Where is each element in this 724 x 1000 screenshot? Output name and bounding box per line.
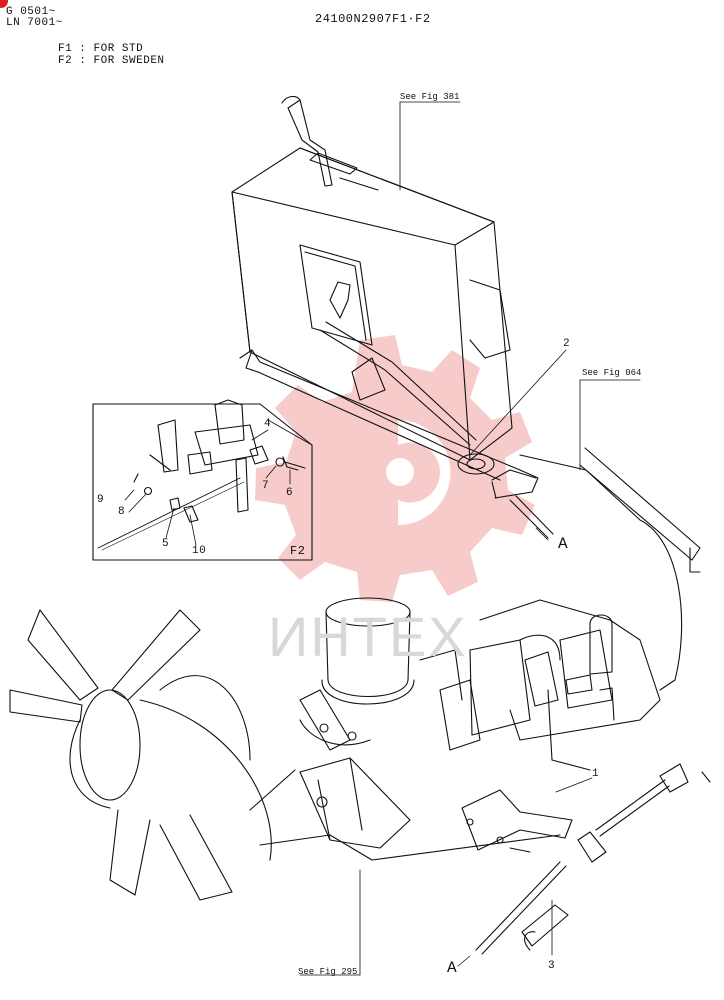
callout-4: 4 <box>264 418 272 430</box>
callout-6: 6 <box>286 487 294 499</box>
callout-10: 10 <box>192 545 207 557</box>
callout-9: 9 <box>97 494 105 506</box>
reference-fig064: See Fig 064 <box>582 368 642 378</box>
reference-fig381: See Fig 381 <box>400 92 460 102</box>
mounting-bracket <box>249 757 561 861</box>
callout-1: 1 <box>592 768 600 780</box>
leader-lines <box>124 101 641 976</box>
serial-range-1: G 0501~ <box>6 6 56 18</box>
reference-fig295: See Fig 295 <box>298 967 358 977</box>
f2-inset <box>92 399 313 561</box>
callout-8: 8 <box>118 506 126 518</box>
radiator-housing <box>231 95 539 499</box>
engine-block <box>419 447 701 771</box>
inset-label-f2: F2 <box>290 544 306 558</box>
drawing-code: 24100N2907F1·F2 <box>315 12 431 26</box>
watermark-text: ИНТЕХ <box>268 605 468 668</box>
callout-a-lower: A <box>447 959 458 977</box>
legend-f2: F2 : FOR SWEDEN <box>58 55 165 67</box>
throttle-cable <box>461 763 711 955</box>
cooling-fan <box>9 609 272 901</box>
callout-7: 7 <box>262 480 270 492</box>
watermark-gear-hole <box>386 420 451 525</box>
callout-a-upper: A <box>558 535 569 553</box>
serial-range-2: LN 7001~ <box>6 17 63 29</box>
callout-3: 3 <box>548 960 556 972</box>
callout-5: 5 <box>162 538 170 550</box>
corner-marker <box>0 0 8 8</box>
legend-f1: F1 : FOR STD <box>58 43 144 55</box>
linkage-rod <box>319 281 567 539</box>
oil-filter <box>299 597 415 751</box>
callout-2: 2 <box>563 338 571 350</box>
